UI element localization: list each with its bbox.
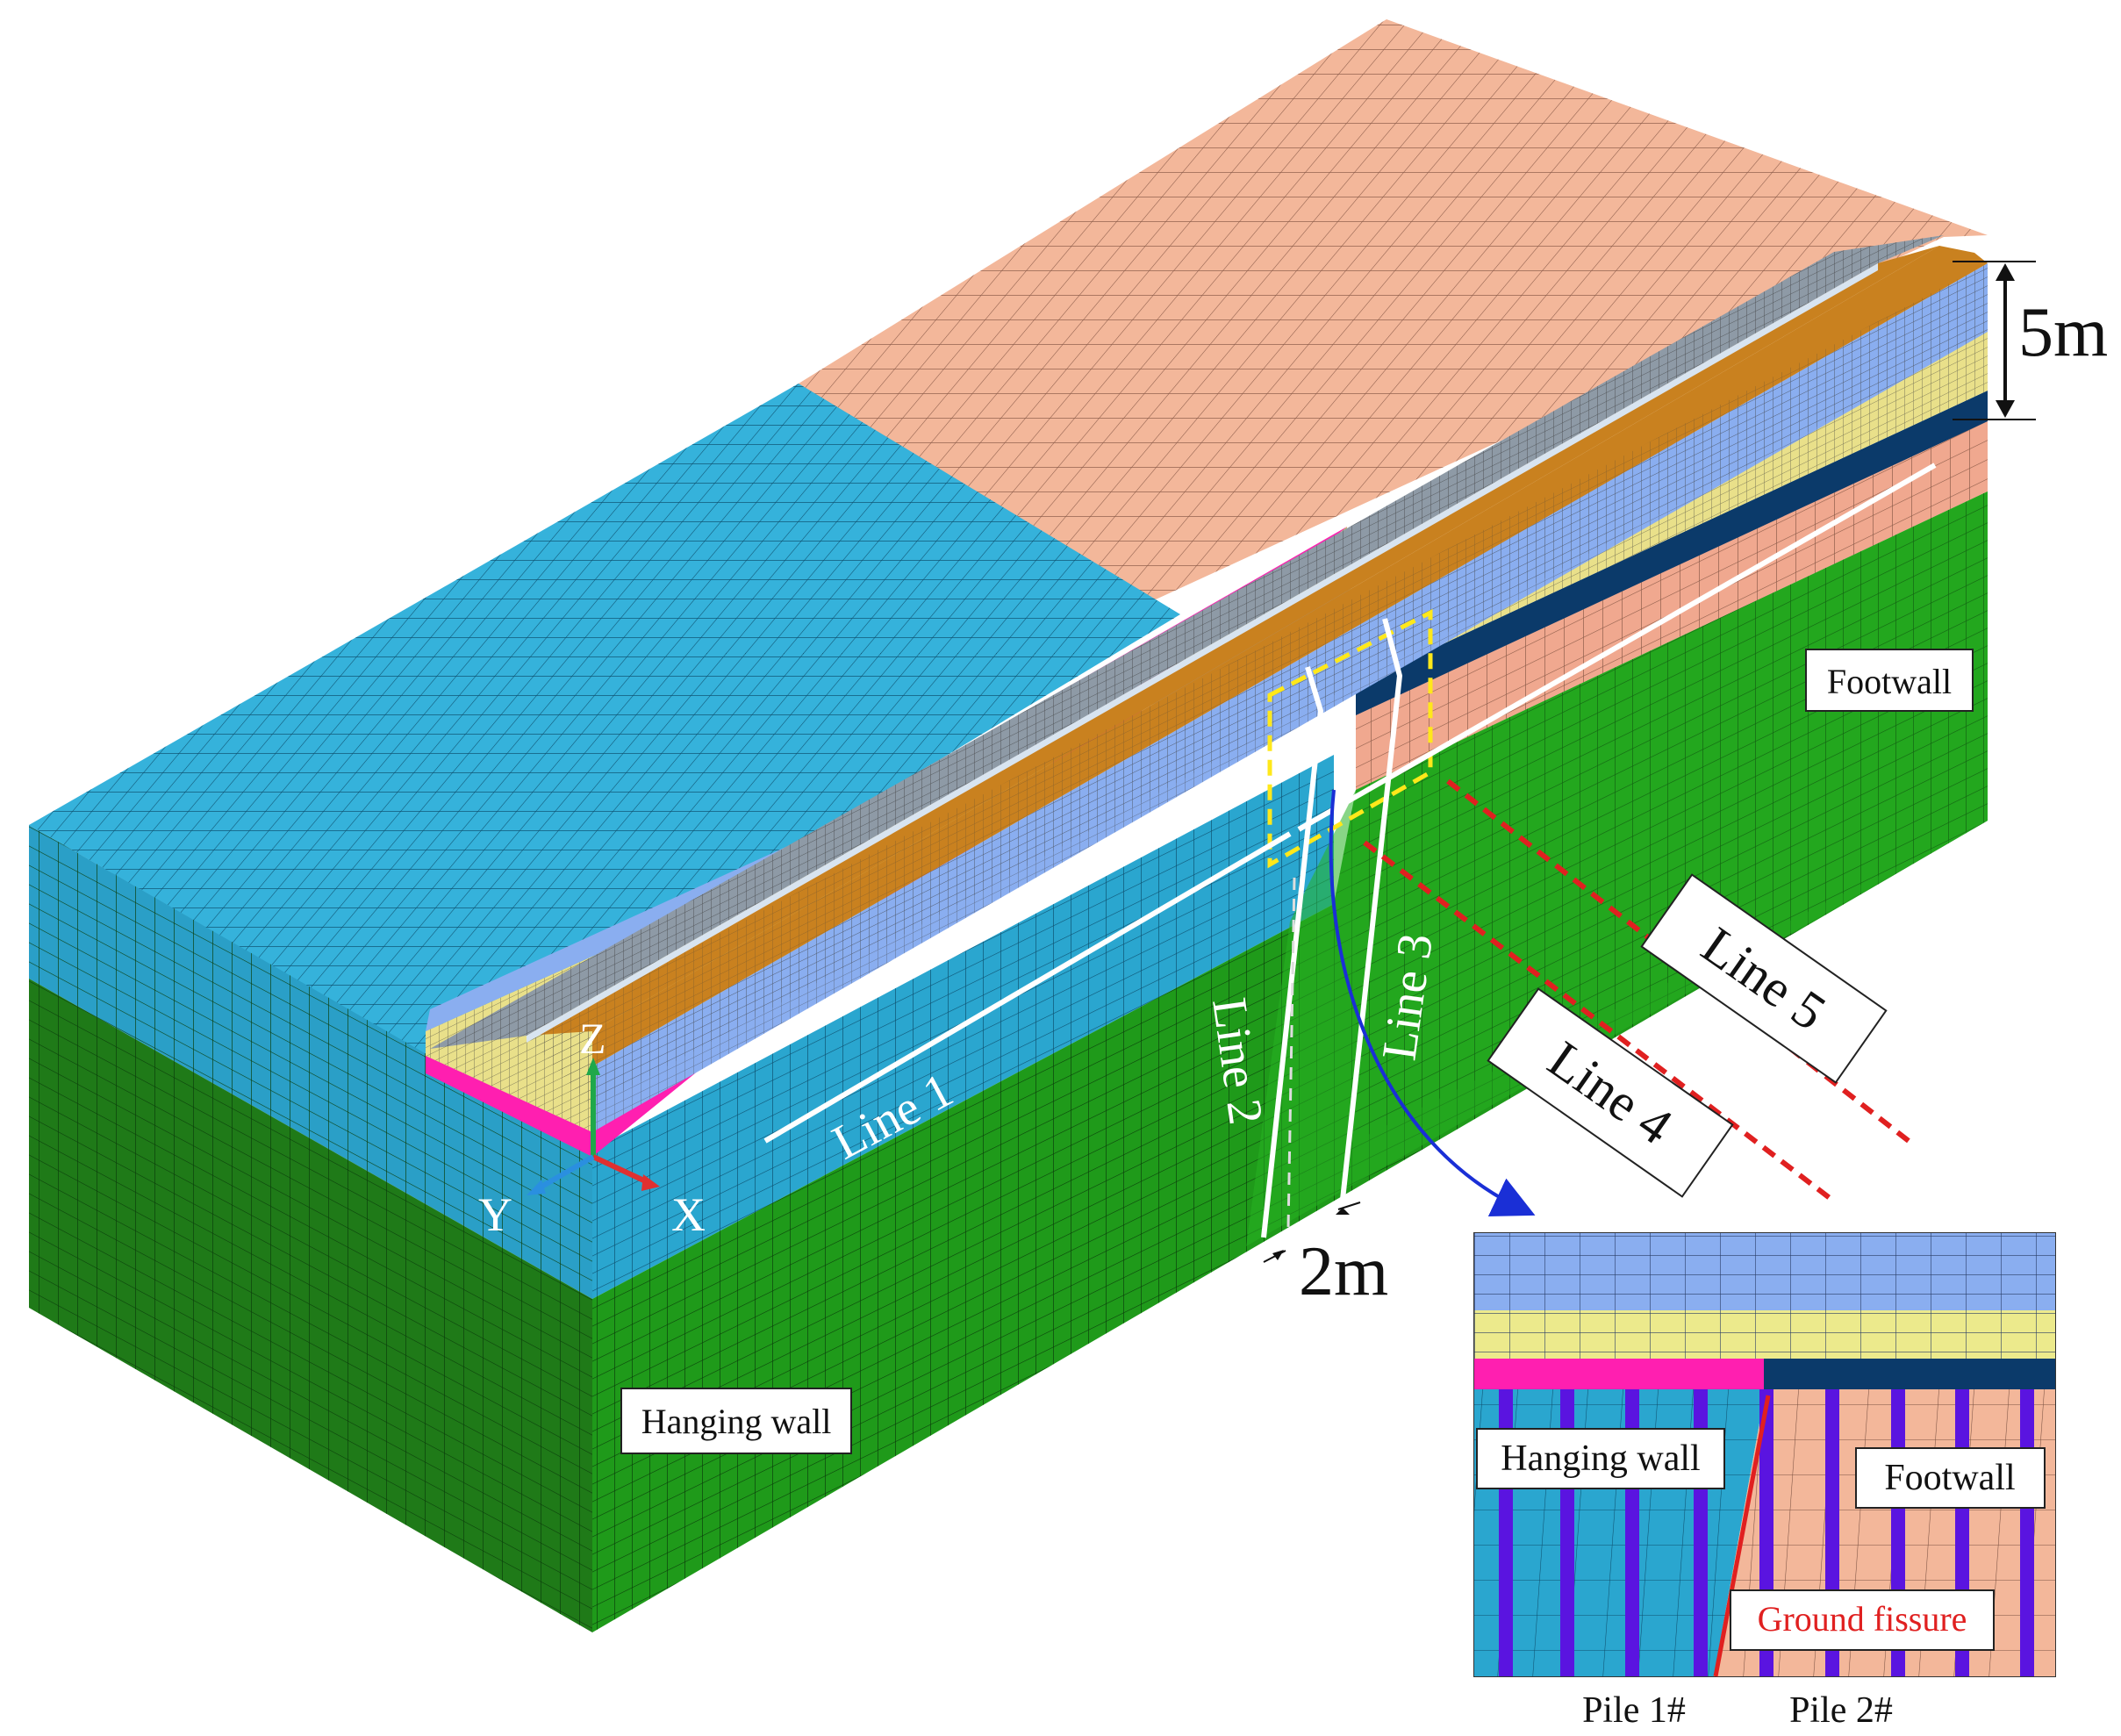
- inset-ground-fissure-label: Ground fissure: [1730, 1589, 1995, 1651]
- hanging-wall-label-box: Hanging wall: [620, 1388, 852, 1454]
- inset-pile1-label: Pile 1#: [1582, 1690, 1686, 1731]
- dimension-2m-label: 2m: [1299, 1233, 1388, 1310]
- inset-hanging-wall-label: Hanging wall: [1476, 1428, 1725, 1489]
- line5-path: [1446, 778, 1910, 1144]
- inset-cushion-navy: [1764, 1359, 2055, 1389]
- line-top-right: [1297, 463, 1937, 832]
- axis-z-label: Z: [579, 1014, 606, 1063]
- inset-pile2-label: Pile 2#: [1789, 1690, 1893, 1731]
- embankment: [426, 235, 1988, 1157]
- svg-text:Ground fissure: Ground fissure: [1758, 1599, 1967, 1639]
- dimension-5m-label: 5m: [2018, 294, 2108, 371]
- survey-lines: [763, 463, 1937, 1238]
- inset-detail: Hanging wall Footwall Ground fissure Pil…: [1473, 1232, 2056, 1731]
- cushion-navy: [1356, 391, 1988, 715]
- axis-triad: Z X Y: [478, 1014, 706, 1241]
- axis-x-label: X: [671, 1188, 706, 1241]
- line3-path: [1338, 618, 1403, 1216]
- inset-ground-fissure-line: [1713, 1395, 1771, 1677]
- line2-path: [1261, 666, 1324, 1238]
- red-dashed-lines: [1363, 778, 1910, 1201]
- svg-text:Hanging wall: Hanging wall: [1501, 1438, 1700, 1479]
- dimension-5m: 5m: [1953, 261, 2108, 420]
- axis-y-label: Y: [478, 1188, 512, 1241]
- footwall-label-box: Footwall: [1805, 649, 1974, 712]
- svg-text:Footwall: Footwall: [1827, 662, 1952, 701]
- fem-model-3d: Z X Y Line 1 Line 2 Line 3 Line 5 Line 4…: [29, 19, 2108, 1632]
- callout-arrow: [1329, 789, 1536, 1216]
- inset-footwall-label: Footwall: [1855, 1447, 2046, 1509]
- line1-path: [763, 831, 1292, 1144]
- svg-text:Footwall: Footwall: [1884, 1458, 2015, 1498]
- line4-path: [1363, 840, 1831, 1201]
- inset-cushion-magenta: [1474, 1359, 1764, 1389]
- dimension-2m: 2m: [1263, 1202, 1388, 1310]
- svg-text:Hanging wall: Hanging wall: [641, 1402, 832, 1441]
